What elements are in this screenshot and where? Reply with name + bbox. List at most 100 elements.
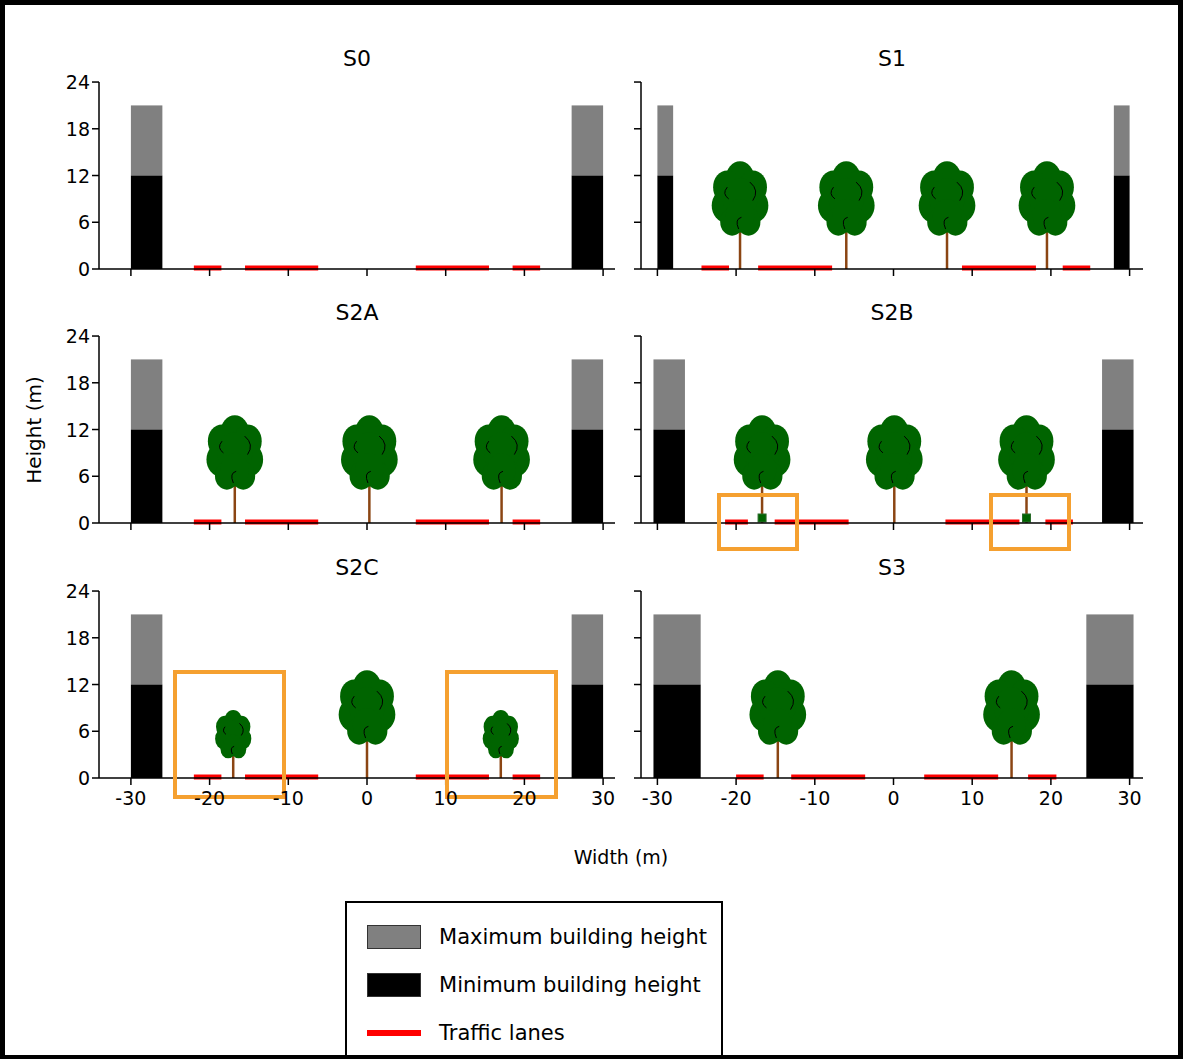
- x-tick-label: 0: [887, 789, 899, 808]
- crown-line: [944, 217, 948, 229]
- y-tick: [92, 731, 99, 733]
- x-tick-label: -20: [721, 789, 752, 808]
- y-tick-label: 24: [66, 73, 90, 92]
- x-tick-label: 10: [434, 789, 458, 808]
- crown-line: [763, 696, 767, 708]
- max-building: [572, 614, 603, 684]
- min-building: [1102, 430, 1133, 523]
- crown-line: [775, 726, 779, 738]
- x-tick-label: 30: [1118, 789, 1142, 808]
- x-tick: [130, 778, 132, 785]
- legend-line-sample: [367, 1030, 421, 1036]
- x-tick-label: -20: [194, 789, 225, 808]
- x-tick: [657, 523, 659, 530]
- crown-line: [747, 441, 751, 453]
- crown-line: [1023, 471, 1027, 483]
- min-building: [572, 430, 603, 523]
- max-building: [657, 105, 673, 175]
- min-building: [572, 685, 603, 778]
- x-tick: [893, 523, 895, 530]
- tree-symbol: [206, 415, 263, 523]
- y-tick: [92, 175, 99, 177]
- y-tick-label: 18: [66, 373, 90, 392]
- tree-symbol: [473, 415, 530, 523]
- crown-line: [750, 182, 756, 200]
- max-building: [572, 359, 603, 429]
- highlight-box: [175, 672, 284, 797]
- tree-symbol: [483, 710, 519, 778]
- legend-entry: Minimum building height: [347, 970, 721, 1000]
- crown-line: [511, 436, 517, 454]
- y-tick: [634, 731, 641, 733]
- y-tick: [634, 590, 641, 592]
- x-tick: [1050, 523, 1052, 530]
- legend-swatch: [367, 925, 421, 949]
- y-tick: [634, 81, 641, 83]
- min-building: [1086, 685, 1133, 778]
- x-tick: [602, 523, 604, 530]
- crown-line: [240, 723, 244, 735]
- crown-line: [932, 187, 936, 199]
- tree-crown: [880, 453, 908, 486]
- y-tick: [92, 81, 99, 83]
- crown-line: [507, 723, 511, 735]
- y-tick-label: 12: [66, 420, 90, 439]
- x-axis: [99, 522, 615, 524]
- crown-line: [725, 187, 729, 199]
- y-tick: [92, 335, 99, 337]
- x-tick: [602, 778, 604, 785]
- y-tick: [634, 128, 641, 130]
- max-building: [1086, 614, 1133, 684]
- min-building: [131, 176, 162, 269]
- x-axis: [641, 268, 1143, 270]
- crown-line: [957, 182, 963, 200]
- shrub-square: [1023, 514, 1031, 522]
- y-tick: [92, 222, 99, 224]
- max-building: [653, 359, 684, 429]
- x-tick: [524, 269, 526, 276]
- y-tick-label: 6: [78, 467, 90, 486]
- x-tick: [893, 269, 895, 276]
- tree-crown: [832, 199, 860, 232]
- x-tick-label: -10: [273, 789, 304, 808]
- tree-crown: [726, 199, 754, 232]
- x-tick: [1129, 523, 1131, 530]
- shrub-square: [758, 514, 766, 522]
- y-tick: [634, 684, 641, 686]
- highlight-box: [991, 495, 1069, 549]
- x-tick: [366, 523, 368, 530]
- section-panel: S0: [99, 46, 615, 269]
- axis-title: Height (m): [24, 376, 44, 484]
- y-tick: [92, 522, 99, 524]
- panel-title: S2A: [99, 300, 615, 325]
- crown-line: [843, 217, 847, 229]
- tree-crown: [492, 734, 510, 756]
- x-tick: [893, 778, 895, 785]
- highlight-box: [719, 495, 797, 549]
- y-tick: [92, 637, 99, 639]
- x-tick: [971, 269, 973, 276]
- y-tick-label: 0: [78, 514, 90, 533]
- x-tick: [130, 269, 132, 276]
- crown-line: [220, 441, 224, 453]
- tree-crown: [997, 708, 1025, 741]
- x-tick: [209, 778, 211, 785]
- x-tick: [445, 269, 447, 276]
- y-tick: [92, 777, 99, 779]
- crown-line: [231, 746, 234, 754]
- legend-text: Maximum building height: [439, 925, 707, 949]
- tree-crown: [764, 708, 792, 741]
- tree-crown: [1033, 199, 1061, 232]
- x-tick: [814, 523, 816, 530]
- y-tick: [92, 590, 99, 592]
- section-panel: S2A: [99, 300, 615, 523]
- y-tick-label: 18: [66, 119, 90, 138]
- x-tick-label: -30: [115, 789, 146, 808]
- tree-symbol: [983, 670, 1040, 778]
- y-tick: [634, 637, 641, 639]
- panel-title: S2C: [99, 555, 615, 580]
- crown-line: [1032, 187, 1036, 199]
- max-building: [653, 614, 700, 684]
- crown-line: [491, 727, 494, 735]
- x-tick: [366, 778, 368, 785]
